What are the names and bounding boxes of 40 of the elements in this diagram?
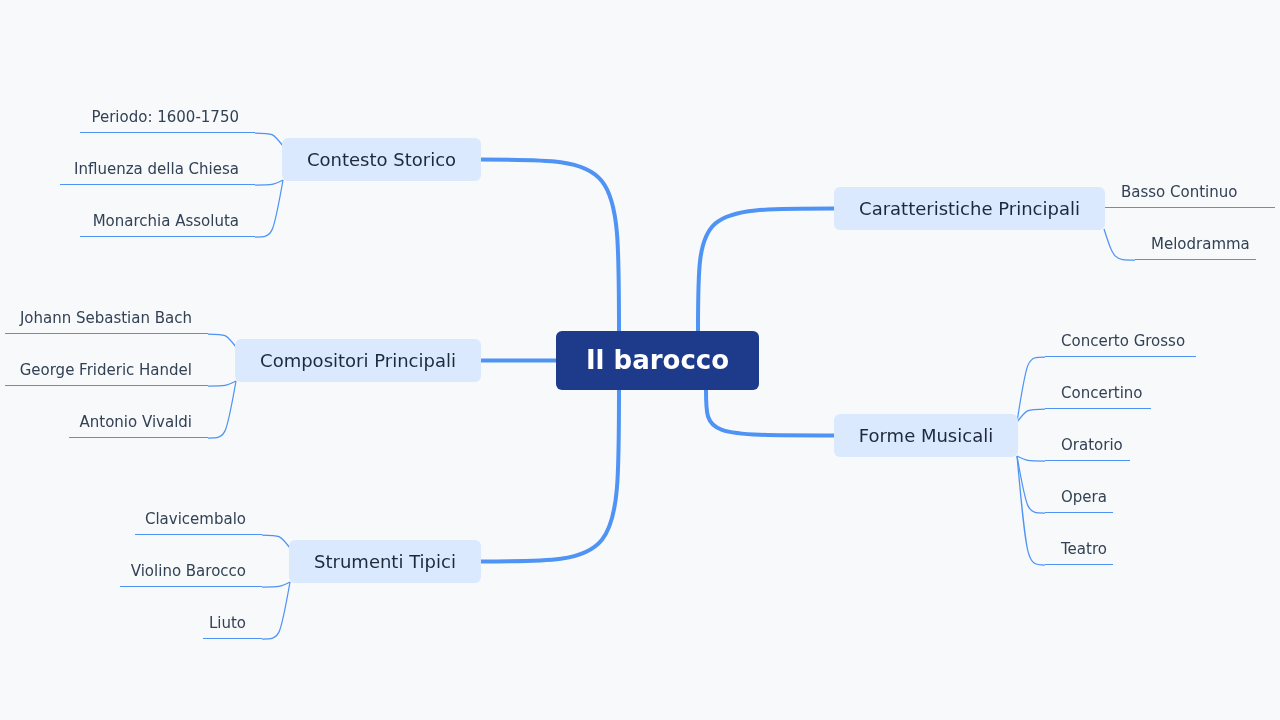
- subtopic-label: Antonio Vivaldi: [69, 408, 208, 438]
- connector-line: [207, 380, 237, 439]
- subtopic-label: Johann Sebastian Bach: [5, 304, 208, 334]
- connector-line: [481, 157, 621, 331]
- subtopic-label: Oratorio: [1045, 431, 1130, 461]
- connector-line: [481, 390, 621, 564]
- subtopic-label: Monarchia Assoluta: [80, 207, 255, 237]
- subtopic-label: Concerto Grosso: [1045, 327, 1196, 357]
- subtopic-label: Melodramma: [1135, 230, 1256, 260]
- connector-line: [1016, 455, 1046, 462]
- connector-line: [261, 581, 291, 588]
- subtopic-label: Clavicembalo: [135, 505, 262, 535]
- connector-line: [704, 390, 834, 438]
- connector-line: [261, 534, 291, 549]
- topic-box: Contesto Storico: [282, 138, 481, 181]
- subtopic-label: Concertino: [1045, 379, 1151, 409]
- connector-line: [696, 206, 834, 331]
- subtopic-label: Influenza della Chiesa: [60, 155, 255, 185]
- subtopic-label: Opera: [1045, 483, 1113, 513]
- subtopic-label: Teatro: [1045, 535, 1113, 565]
- topic-box: Caratteristiche Principali: [834, 187, 1105, 230]
- topic-box: Compositori Principali: [235, 339, 481, 382]
- connector-line: [254, 179, 284, 186]
- connector-line: [207, 333, 237, 348]
- connector-line: [1103, 228, 1136, 261]
- connector-line: [207, 380, 237, 387]
- topic-box: Forme Musicali: [834, 414, 1018, 457]
- topic-box: Strumenti Tipici: [289, 540, 481, 583]
- subtopic-label: Liuto: [203, 609, 262, 639]
- subtopic-label: George Frideric Handel: [5, 356, 208, 386]
- central-topic: Il barocco: [556, 331, 759, 390]
- connector-line: [261, 581, 291, 640]
- connector-line: [481, 358, 556, 363]
- subtopic-label: Violino Barocco: [120, 557, 262, 587]
- connector-line: [254, 132, 284, 147]
- connector-line: [1016, 408, 1046, 423]
- subtopic-label: Periodo: 1600-1750: [80, 103, 255, 133]
- connector-line: [254, 179, 284, 238]
- subtopic-label: Basso Continuo: [1105, 178, 1275, 208]
- connector-line: [1016, 455, 1046, 566]
